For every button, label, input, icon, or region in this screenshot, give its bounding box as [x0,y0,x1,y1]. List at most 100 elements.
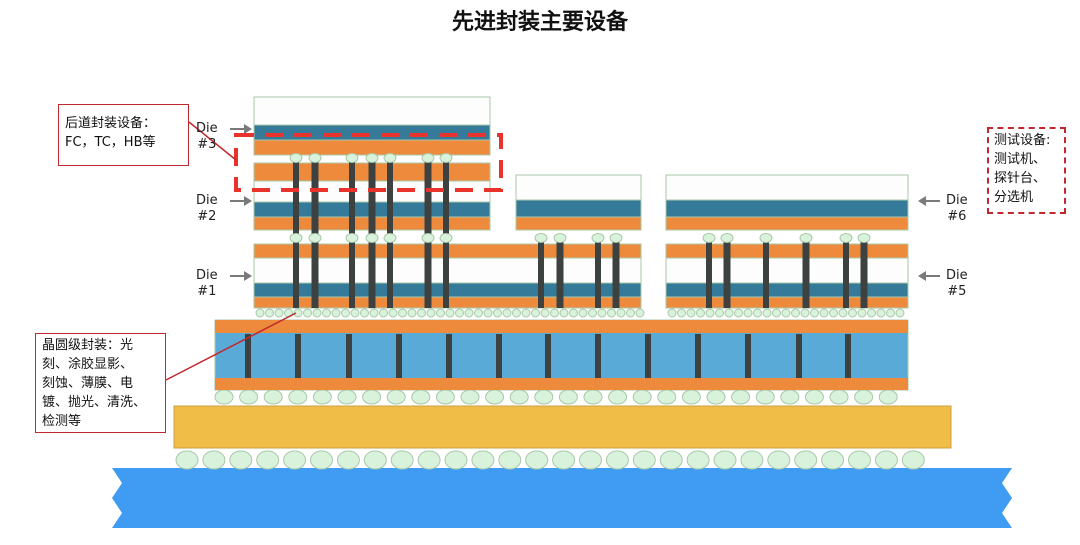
die3-layer-2 [253,139,491,156]
solder-ball [175,450,199,470]
micro-bump [781,308,791,318]
solder-ball [229,450,253,470]
callout-backend-equipment: 后道封装设备：FC，TC，HB等 [58,104,189,166]
c4-bump [337,389,357,405]
micro-bump [417,308,426,318]
die3-layer-0 [253,96,491,126]
c4-bump [509,389,529,405]
die6a-layer-0 [515,174,642,201]
micro-bump [521,308,531,318]
micro-bump [578,308,588,318]
pcb-board [112,468,1012,528]
micro-bump [559,308,569,318]
hybrid-bump [609,233,623,243]
c4-bump [829,389,849,405]
micro-bump [616,308,626,318]
hybrid-bump [308,153,322,163]
package-substrate [173,405,952,449]
micro-bump [464,308,474,318]
hybrid-bump [345,233,359,243]
solder-ball [310,450,333,470]
micro-bump [331,308,341,318]
hybrid-bump [720,233,734,243]
die6-layer-0 [665,174,909,201]
hybrid-bump [383,153,397,163]
c4-bump [558,389,578,405]
micro-bump [772,308,781,318]
micro-bump [369,308,379,318]
c4-bump [731,389,751,405]
micro-bump [895,308,905,318]
hybrid-bump [345,153,359,163]
c4-bump [411,389,431,405]
hybrid-bump [289,233,303,243]
die6-layer-1 [665,199,909,218]
die-tsv [763,240,769,308]
interposer-tsv [695,334,701,378]
hybrid-bump [308,233,322,243]
die1-label: Die#1 [196,268,218,299]
hybrid-bump [421,233,435,243]
solder-ball [821,450,845,470]
solder-ball [283,450,307,470]
die3-arrow-icon-head [244,124,252,134]
micro-bump [800,308,810,318]
solder-ball [713,450,737,470]
micro-bump [379,308,388,318]
micro-bump [597,308,607,318]
interposer-tsv [245,334,251,378]
die-tsv [538,240,544,308]
die-tsv [706,240,712,308]
micro-bump [705,308,715,318]
micro-bump [540,308,550,318]
solder-ball [256,450,280,470]
micro-bump [322,308,331,318]
hybrid-bump [553,233,567,243]
c4-bump [534,389,554,405]
interposer-rdl-top [215,320,908,333]
die6a-layer-1 [515,199,642,218]
hybrid-bump [591,233,605,243]
die-tsv [860,240,868,308]
callout-test-equipment: 测试设备:测试机、探针台、分选机 [987,127,1066,214]
hybrid-bump [857,233,871,243]
interposer-tsv [796,334,802,378]
die-tsv [843,240,849,308]
die6-layer-2 [665,216,909,231]
solder-ball [686,450,710,470]
solder-ball [525,450,549,470]
micro-bump [876,308,886,318]
diagram-title: 先进封装主要设备 [451,10,628,35]
c4-bump [632,389,652,405]
solder-ball [202,450,226,470]
micro-bump [569,308,578,318]
micro-bump [274,308,284,318]
c4-bump [706,389,726,405]
micro-bump [867,308,876,318]
die5-layer-0 [665,243,909,259]
c4-bump [780,389,800,405]
interposer-tsv [396,334,402,378]
micro-bump [303,308,312,318]
micro-bump [686,308,696,318]
micro-bump [635,308,645,318]
c4-bump [312,389,332,405]
solder-ball [579,450,602,470]
die3-layer-1 [253,124,491,141]
hybrid-bump [421,153,435,163]
solder-ball [498,450,522,470]
interposer-tsv [845,334,851,378]
die5-layer-3 [665,296,909,309]
micro-bump [743,308,753,318]
die-tsv [612,240,620,308]
micro-bump [677,308,686,318]
c4-bump [288,389,308,405]
c4-bump [362,389,382,405]
micro-bump [696,308,705,318]
solder-ball [363,450,387,470]
hybrid-bump [702,233,716,243]
micro-bump [667,308,677,318]
micro-bump [426,308,436,318]
die-tsv [802,240,810,308]
micro-bump [829,308,838,318]
